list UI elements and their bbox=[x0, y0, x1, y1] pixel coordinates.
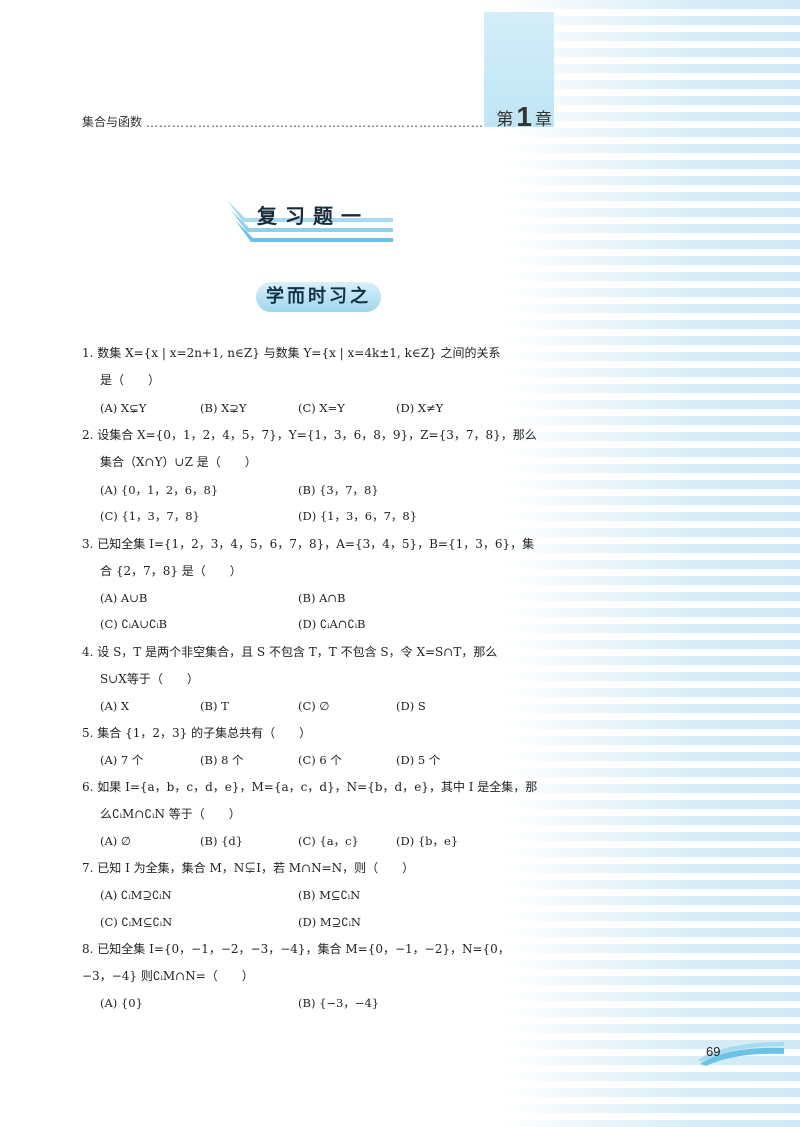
question-2-line-2: 集合（X∩Y）∪Z 是（ ） bbox=[100, 455, 257, 469]
question-6-option-c: (C) {a，c} bbox=[298, 834, 359, 848]
question-8-option-b: (B) {−3，−4} bbox=[298, 996, 380, 1010]
question-7-option-b: (B) M⊆∁ᵢN bbox=[298, 888, 361, 902]
question-2-option-d: (D) {1，3，6，7，8} bbox=[298, 509, 418, 523]
side-stripe-decoration bbox=[500, 0, 800, 1127]
chapter-suffix: 章 bbox=[535, 110, 552, 130]
ribbon-decoration-icon bbox=[227, 200, 393, 242]
question-3-option-a: (A) A∪B bbox=[100, 591, 148, 605]
page-number-badge: 69 bbox=[696, 1040, 786, 1068]
question-4-option-d: (D) S bbox=[396, 699, 426, 713]
review-heading: 复习题一 bbox=[225, 192, 395, 252]
header-dot-leader: …………………………………………………………………… bbox=[146, 116, 485, 130]
question-7-option-c: (C) ∁ᵢM⊆∁ᵢN bbox=[100, 915, 173, 929]
question-1-option-a: (A) X⊊Y bbox=[100, 401, 147, 415]
running-header: 集合与函数 …………………………………………………………………… 第 1 章 bbox=[82, 100, 552, 132]
question-5-option-a: (A) 7 个 bbox=[100, 753, 144, 767]
question-7-option-a: (A) ∁ᵢM⊇∁ᵢN bbox=[100, 888, 172, 902]
question-3-option-b: (B) A∩B bbox=[298, 591, 346, 605]
question-4-option-a: (A) X bbox=[100, 699, 130, 713]
question-3-option-c: (C) ∁ᵢA∪∁ᵢB bbox=[100, 617, 168, 631]
question-3-line-1: 3. 已知全集 I={1，2，3，4，5，6，7，8}，A={3，4，5}，B=… bbox=[82, 537, 535, 551]
review-title-text: 复习题一 bbox=[257, 204, 369, 228]
question-8-line-1: 8. 已知全集 I={0，−1，−2，−3，−4}，集合 M={0，−1，−2}… bbox=[82, 942, 510, 956]
question-6-option-b: (B) {d} bbox=[200, 834, 244, 848]
page-number: 69 bbox=[706, 1044, 721, 1059]
section-subtitle-pill: 学而时习之 bbox=[256, 282, 381, 312]
question-7-option-d: (D) M⊇∁ᵢN bbox=[298, 915, 361, 929]
question-8-line-2: −3，−4} 则∁ᵢM∩N=（ ） bbox=[82, 969, 254, 983]
question-6-option-a: (A) ∅ bbox=[100, 834, 131, 848]
question-4-line-2: S∪X等于（ ） bbox=[100, 672, 199, 686]
question-2-option-a: (A) {0，1，2，6，8} bbox=[100, 483, 219, 497]
question-6-line-2: 么∁ᵢM∩∁ᵢN 等于（ ） bbox=[100, 807, 241, 821]
chapter-label: 第 1 章 bbox=[496, 101, 552, 132]
page-badge-swoosh-icon bbox=[698, 1042, 784, 1066]
chapter-prefix: 第 bbox=[496, 110, 514, 130]
chapter-number: 1 bbox=[516, 101, 532, 132]
question-1-option-b: (B) X⊋Y bbox=[200, 401, 247, 415]
question-2-option-c: (C) {1，3，7，8} bbox=[100, 509, 200, 523]
chapter-tab-background bbox=[484, 12, 554, 127]
question-5-line-1: 5. 集合 {1，2，3} 的子集总共有（ ） bbox=[82, 726, 312, 740]
question-2-line-1: 2. 设集合 X={0，1，2，4，5，7}，Y={1，3，6，8，9}，Z={… bbox=[82, 428, 537, 442]
question-5-option-d: (D) 5 个 bbox=[396, 753, 441, 767]
question-1-option-d: (D) X≠Y bbox=[396, 401, 444, 415]
question-4-option-b: (B) T bbox=[200, 699, 229, 713]
question-3-line-2: 合 {2，7，8} 是（ ） bbox=[100, 564, 242, 578]
question-5-option-b: (B) 8 个 bbox=[200, 753, 244, 767]
question-1-line-2: 是（ ） bbox=[100, 373, 161, 387]
question-7-line-1: 7. 已知 I 为全集，集合 M，N⊊I，若 M∩N=N，则（ ） bbox=[82, 861, 415, 875]
question-6-option-d: (D) {b，e} bbox=[396, 834, 459, 848]
question-5-option-c: (C) 6 个 bbox=[298, 753, 342, 767]
question-3-option-d: (D) ∁ᵢA∩∁ᵢB bbox=[298, 617, 366, 631]
question-2-option-b: (B) {3，7，8} bbox=[298, 483, 379, 497]
question-4-option-c: (C) ∅ bbox=[298, 699, 330, 713]
question-6-line-1: 6. 如果 I={a，b，c，d，e}，M={a，c，d}，N={b，d，e}，… bbox=[82, 780, 538, 794]
question-1-option-c: (C) X=Y bbox=[298, 401, 345, 415]
header-section-title: 集合与函数 bbox=[82, 115, 143, 129]
question-8-option-a: (A) {0} bbox=[100, 996, 143, 1010]
question-1-line-1: 1. 数集 X={x | x=2n+1, n∈Z} 与数集 Y={x | x=4… bbox=[82, 346, 501, 360]
question-4-line-1: 4. 设 S，T 是两个非空集合，且 S 不包含 T，T 不包含 S，令 X=S… bbox=[82, 645, 498, 659]
